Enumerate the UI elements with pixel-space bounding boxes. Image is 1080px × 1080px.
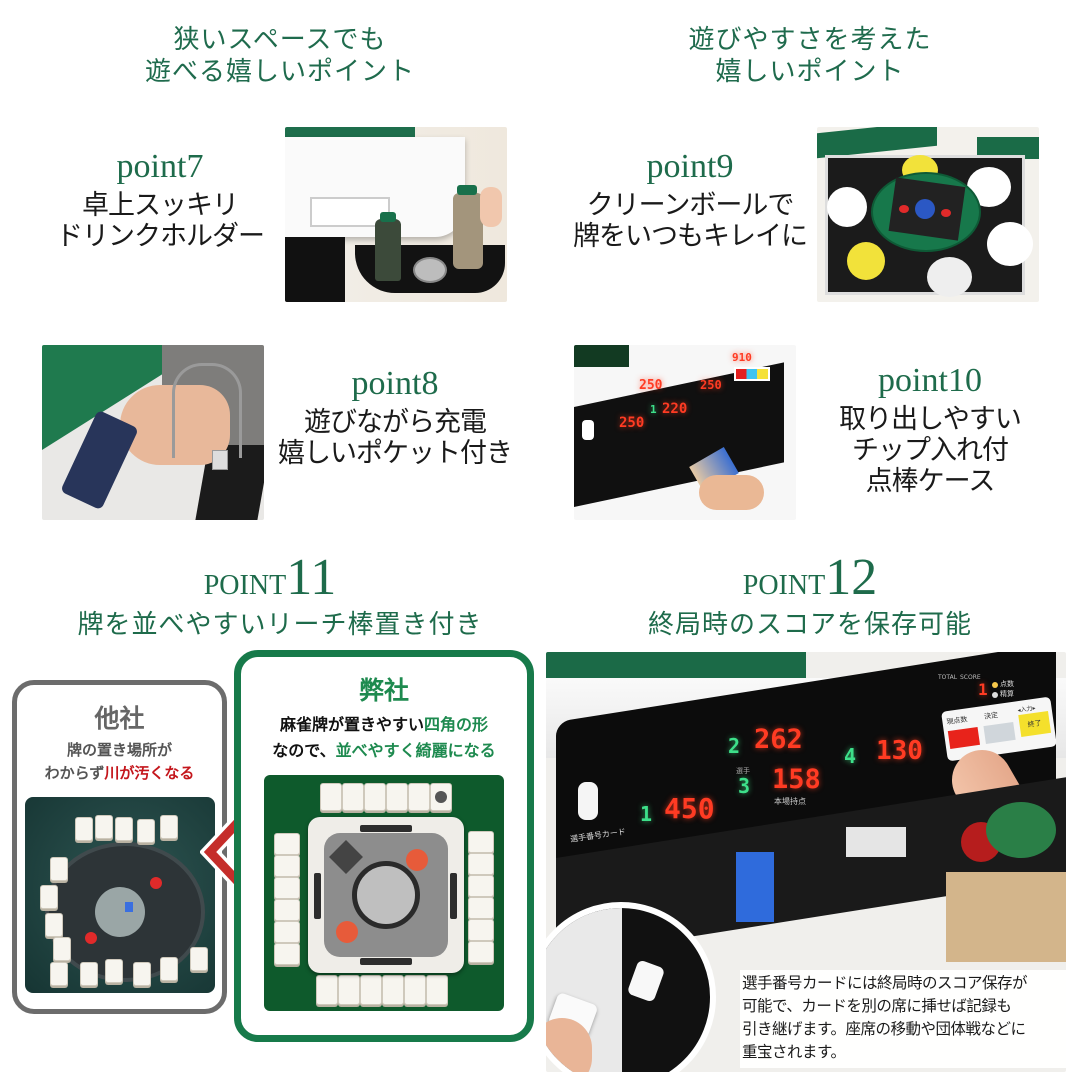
other-line2-prefix: わからず bbox=[44, 764, 105, 782]
seat-2-number: 2 bbox=[728, 734, 741, 758]
point10-label: point10 bbox=[878, 362, 982, 399]
point8-text: point8 遊びながら充電 嬉しいポケット付き bbox=[270, 365, 520, 469]
left-header-line2: 遊べる嬉しいポイント bbox=[144, 57, 415, 87]
our-company-title: 弊社 bbox=[358, 676, 409, 705]
confirm-button[interactable] bbox=[983, 721, 1016, 744]
seat-2-score: 262 bbox=[754, 724, 803, 755]
p10-display-top: 250 bbox=[639, 378, 663, 393]
confirm-button-label: 決定 bbox=[983, 711, 999, 721]
left-header-line1: 狭いスペースでも bbox=[173, 25, 387, 55]
our-company-line2: なので、並べやすく綺麗になる bbox=[241, 737, 527, 761]
p10-display-top-right: 250 bbox=[700, 378, 722, 392]
indicator-1: 点数 bbox=[1000, 680, 1014, 688]
our-company-line1: 麻雀牌が置きやすい四角の形 bbox=[241, 711, 527, 735]
clean-ball-photo bbox=[817, 127, 1039, 302]
seat-1-score: 450 bbox=[664, 792, 715, 825]
point12-prefix: POINT bbox=[742, 570, 826, 601]
other-company-card: 他社 牌の置き場所が わからず川が汚くなる bbox=[12, 680, 227, 1014]
charging-pocket-photo bbox=[42, 345, 264, 520]
total-score-value: 1 bbox=[978, 680, 988, 699]
p10-display-corner: 910 bbox=[732, 351, 752, 364]
right-section-header: 遊びやすさを考えた 嬉しいポイント bbox=[620, 24, 1000, 88]
card-inset-circle bbox=[546, 902, 716, 1072]
point7-text: point7 卓上スッキリ ドリンクホルダー bbox=[40, 148, 280, 252]
ours-line2-highlight: 並べやすく綺麗になる bbox=[335, 741, 496, 760]
p10-display-left: 250 bbox=[619, 415, 645, 431]
caption-line2: 可能で、カードを別の席に挿せば記録も bbox=[742, 997, 1012, 1015]
other-line2-highlight: 川が汚くなる bbox=[104, 764, 195, 782]
ours-line2-prefix: なので、 bbox=[272, 741, 336, 760]
point9-label: point9 bbox=[646, 148, 734, 185]
card-slot-icon bbox=[578, 782, 598, 820]
current-score-button-label: 現点数 bbox=[945, 715, 968, 727]
point7-label: point7 bbox=[116, 148, 204, 185]
point9-desc-1: クリーンボールで bbox=[586, 190, 795, 221]
left-section-header: 狭いスペースでも 遊べる嬉しいポイント bbox=[90, 24, 470, 88]
comparison-arrow-icon bbox=[199, 812, 250, 892]
point12-caption: 選手番号カードには終局時のスコア保存が 可能で、カードを別の席に挿せば記録も 引… bbox=[740, 970, 1080, 1068]
drink-holder-photo bbox=[285, 127, 507, 302]
current-score-button[interactable] bbox=[947, 726, 981, 749]
point10-desc-3: 点棒ケース bbox=[865, 466, 996, 497]
point11-heading: POINT11 bbox=[0, 548, 540, 607]
our-company-photo bbox=[264, 775, 504, 1011]
point8-desc-2: 嬉しいポケット付き bbox=[278, 438, 513, 469]
ours-line1-prefix: 麻雀牌が置きやすい bbox=[279, 715, 424, 734]
point12-number: 12 bbox=[825, 549, 878, 606]
ours-line1-highlight: 四角の形 bbox=[424, 715, 489, 734]
point11-number: 11 bbox=[286, 549, 337, 606]
point9-desc-2: 牌をいつもキレイに bbox=[573, 221, 808, 252]
right-header-line2: 嬉しいポイント bbox=[715, 57, 905, 87]
seat-4-score: 130 bbox=[876, 736, 923, 766]
point11-prefix: POINT bbox=[203, 570, 287, 601]
point9-text: point9 クリーンボールで 牌をいつもキレイに bbox=[560, 148, 820, 252]
seat-4-number: 4 bbox=[844, 744, 857, 768]
caption-line1: 選手番号カードには終局時のスコア保存が bbox=[742, 974, 1028, 992]
other-company-line2: わからず川が汚くなる bbox=[17, 762, 222, 783]
score-stick-case-photo: 250 250 220 1 250 910 bbox=[574, 345, 796, 520]
finish-button[interactable]: 終了 bbox=[1018, 711, 1052, 737]
seat-label: 選手 bbox=[736, 767, 750, 775]
point8-desc-1: 遊びながら充電 bbox=[304, 407, 487, 438]
point8-label: point8 bbox=[351, 365, 439, 402]
our-company-card: 弊社 麻雀牌が置きやすい四角の形 なので、並べやすく綺麗になる bbox=[234, 650, 534, 1042]
indicator-2: 精算 bbox=[1000, 690, 1014, 698]
score-label: SCORE bbox=[960, 674, 981, 681]
point10-desc-2: チップ入れ付 bbox=[852, 435, 1009, 466]
point12-subtitle: 終局時のスコアを保存可能 bbox=[647, 610, 972, 640]
point10-desc-1: 取り出しやすい bbox=[839, 404, 1022, 435]
point10-text: point10 取り出しやすい チップ入れ付 点棒ケース bbox=[820, 362, 1040, 497]
seat-3-number: 3 bbox=[738, 774, 751, 798]
score-panel-photo: 選手番号カード 1 450 2 262 選手 3 158 本場持点 4 130 … bbox=[546, 652, 1066, 1072]
point12-heading: POINT12 bbox=[540, 548, 1080, 607]
other-company-photo bbox=[25, 797, 215, 993]
p10-display-seat: 1 bbox=[650, 403, 657, 416]
seat-3-score: 158 bbox=[772, 764, 821, 795]
other-company-line1: 牌の置き場所が bbox=[66, 741, 172, 759]
p10-display-center: 220 bbox=[662, 401, 688, 417]
point7-desc-1: 卓上スッキリ bbox=[82, 190, 239, 221]
point11-subtitle: 牌を並べやすいリーチ棒置き付き bbox=[77, 610, 483, 640]
caption-line3: 引き継げます。座席の移動や団体戦などに bbox=[742, 1020, 1026, 1038]
right-header-line1: 遊びやすさを考えた bbox=[688, 25, 932, 55]
seat-1-number: 1 bbox=[640, 802, 653, 826]
honba-label: 本場持点 bbox=[774, 797, 806, 806]
caption-line4: 重宝されます。 bbox=[742, 1043, 846, 1061]
point7-desc-2: ドリンクホルダー bbox=[56, 221, 265, 252]
other-company-title: 他社 bbox=[94, 704, 145, 733]
total-label: TOTAL bbox=[938, 674, 958, 681]
